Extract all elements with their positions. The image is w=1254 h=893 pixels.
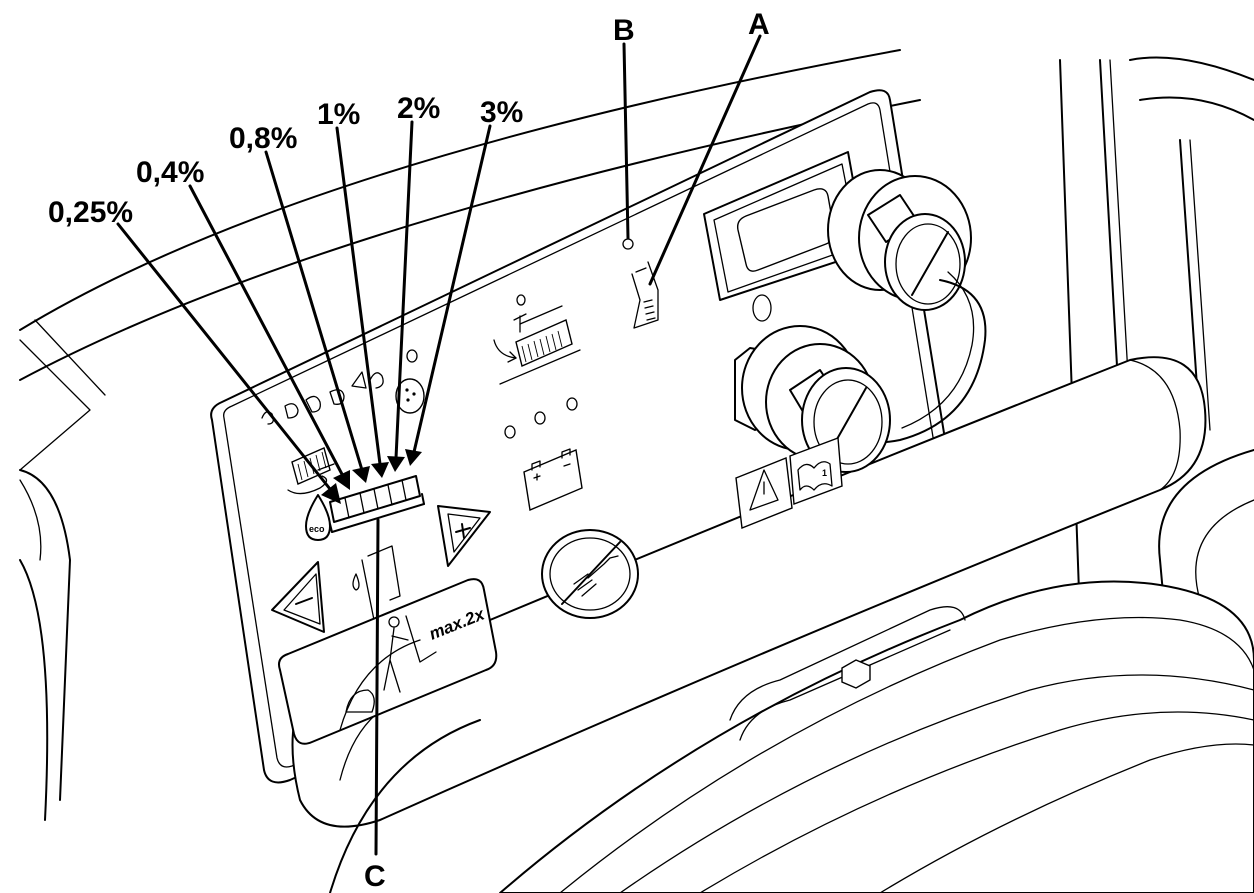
status-leds <box>504 397 578 439</box>
callout-3: 3% <box>480 96 523 129</box>
eco-label: eco <box>309 524 325 534</box>
callout-a: A <box>748 8 770 41</box>
arrow-3 <box>405 449 422 466</box>
callout-b: B <box>613 14 635 47</box>
leader-2 <box>394 120 414 460</box>
dosing-symbol <box>352 545 401 621</box>
warning-stickers: 1 <box>735 437 843 529</box>
brush-control <box>493 294 581 385</box>
arrow-025 <box>321 483 341 504</box>
leader-1 <box>335 126 382 466</box>
callout-1: 1% <box>317 98 360 131</box>
leader-a <box>648 34 762 286</box>
minus-button <box>271 561 325 633</box>
spray-off-button <box>541 529 639 619</box>
arrow-2 <box>387 456 405 472</box>
leader-04 <box>188 184 346 480</box>
eco-droplet-icon: eco <box>305 494 331 541</box>
function-symbols <box>261 371 384 425</box>
leader-08 <box>264 150 364 472</box>
callout-04: 0,4% <box>136 156 204 189</box>
leader-3 <box>412 124 492 454</box>
detergent-level-bar <box>329 475 425 533</box>
arrow-04 <box>333 470 350 490</box>
drum-assembly <box>329 580 1254 893</box>
callout-c: C <box>364 860 386 893</box>
key-switch <box>395 349 425 414</box>
arrow-08 <box>352 466 370 483</box>
callout-08: 0,8% <box>229 122 297 155</box>
leader-025 <box>116 222 336 496</box>
battery-icon <box>523 448 583 511</box>
callout-025: 0,25% <box>48 196 133 229</box>
leader-c <box>374 518 380 856</box>
slope-sticker: max.2x <box>278 578 498 745</box>
leader-b <box>622 42 630 240</box>
upper-connector <box>752 169 987 444</box>
plus-button <box>437 505 491 567</box>
manual-ref-text: 1 <box>822 468 827 478</box>
lower-connector <box>734 325 891 473</box>
callout-labels: 0,25% 0,4% 0,8% 1% 2% 3% B A C <box>48 8 770 893</box>
leader-lines <box>116 34 762 856</box>
arrow-1 <box>371 462 389 478</box>
callout-2: 2% <box>397 92 440 125</box>
